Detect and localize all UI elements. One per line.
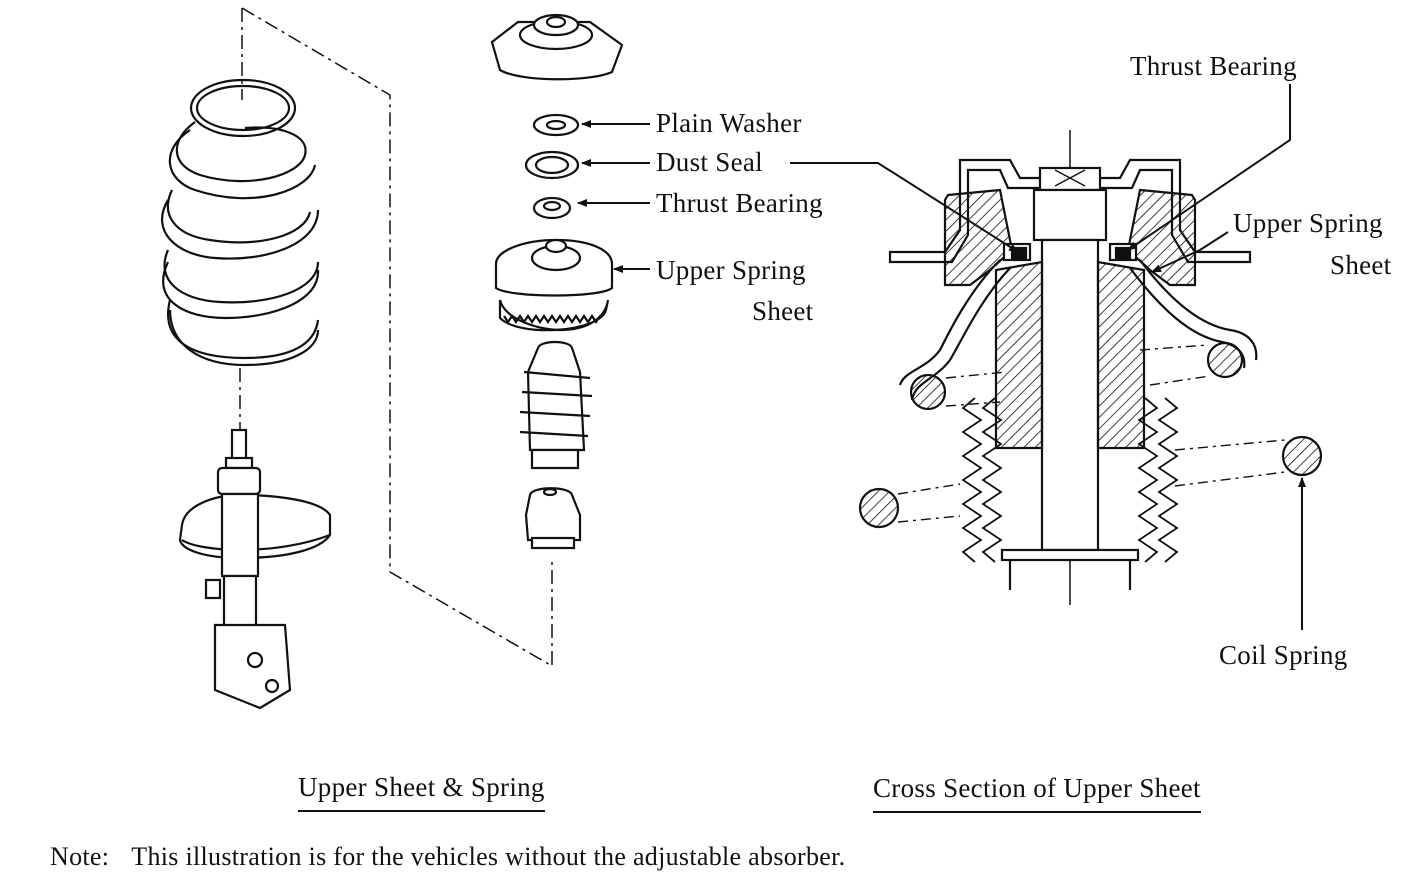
note-prefix: Note: (50, 842, 110, 871)
footnote: Note: This illustration is for the vehicl… (50, 842, 845, 872)
caption-right: Cross Section of Upper Sheet (873, 773, 1201, 813)
upper-spring-seat-illustration (494, 238, 614, 332)
right-leader-lines (790, 84, 1306, 630)
boot-bumper-illustration (519, 340, 593, 550)
coil-spring-illustration (161, 78, 320, 367)
strut-absorber-illustration (178, 428, 332, 710)
note-text: This illustration is for the vehicles wi… (131, 842, 846, 871)
assembly-dashdot-lines (239, 7, 553, 668)
caption-left: Upper Sheet & Spring (298, 772, 545, 812)
cross-section-illustration (858, 130, 1323, 605)
label-dust-seal: Dust Seal (656, 147, 763, 177)
label-upper-spring-left-line2: Sheet (752, 296, 814, 326)
label-coil-spring: Coil Spring (1219, 640, 1348, 670)
label-upper-spring-right-line2: Sheet (1330, 250, 1392, 280)
label-upper-spring-left-line1: Upper Spring (656, 255, 806, 285)
label-thrust-bearing-left: Thrust Bearing (656, 188, 823, 218)
washer-seal-bearing-illustration (524, 113, 580, 220)
left-leader-arrows (577, 120, 650, 273)
upper-mount-illustration (490, 13, 624, 81)
label-plain-washer: Plain Washer (656, 108, 802, 138)
label-upper-spring-right-line1: Upper Spring (1233, 208, 1383, 238)
label-thrust-bearing-right: Thrust Bearing (1130, 51, 1297, 81)
